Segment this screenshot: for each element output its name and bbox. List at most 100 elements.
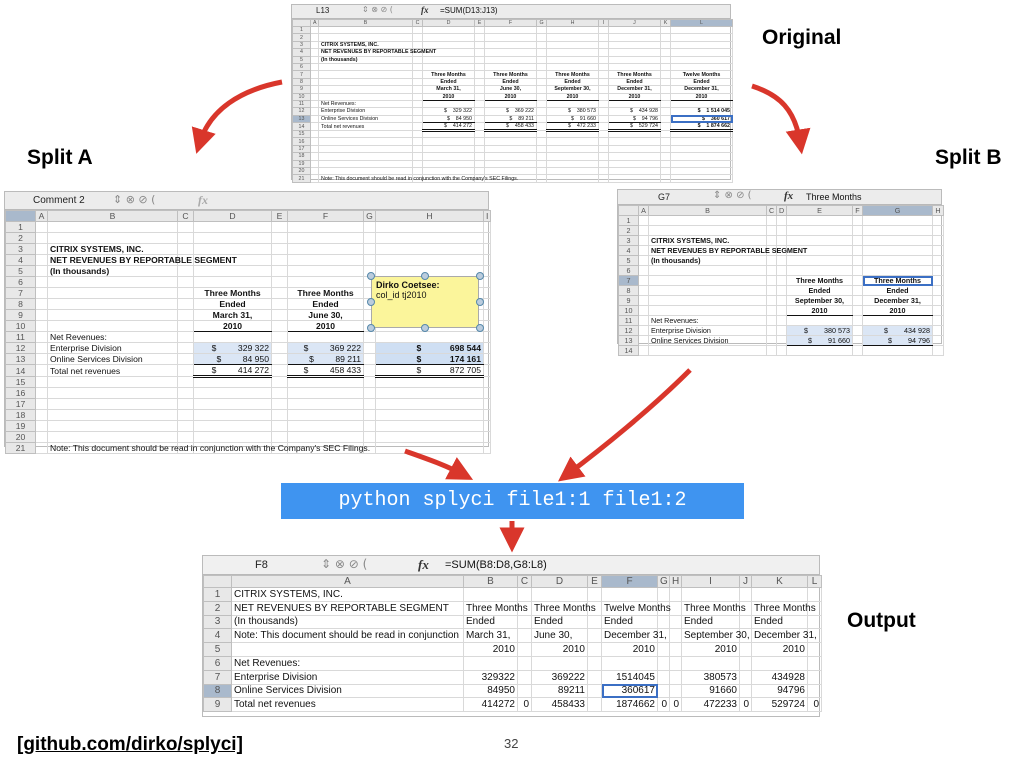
- row-header-10[interactable]: 10: [292, 92, 311, 101]
- cell[interactable]: [412, 107, 423, 116]
- cell[interactable]: [776, 345, 787, 356]
- cell[interactable]: [271, 331, 288, 343]
- column-header-e[interactable]: E: [271, 210, 288, 222]
- cell[interactable]: [598, 130, 609, 139]
- column-header-b[interactable]: B: [463, 575, 518, 588]
- cell[interactable]: [318, 130, 413, 139]
- cell[interactable]: [739, 587, 752, 602]
- cell[interactable]: [310, 33, 319, 42]
- cell[interactable]: 1514045: [601, 669, 658, 685]
- cell[interactable]: [608, 130, 661, 139]
- cell[interactable]: [310, 167, 319, 176]
- column-header-f[interactable]: F: [484, 19, 537, 27]
- cell[interactable]: [660, 62, 671, 72]
- cell[interactable]: [598, 40, 609, 50]
- cell[interactable]: Online Services Division: [47, 353, 178, 365]
- cell[interactable]: [776, 255, 787, 266]
- cell[interactable]: [287, 398, 364, 410]
- cell[interactable]: NET REVENUES BY REPORTABLE SEGMENT: [318, 48, 436, 57]
- cell[interactable]: [608, 55, 661, 64]
- cell[interactable]: [47, 298, 178, 310]
- cell[interactable]: [484, 62, 537, 72]
- cell[interactable]: 91660: [681, 683, 740, 699]
- cell[interactable]: [932, 235, 944, 246]
- cell[interactable]: [660, 70, 671, 79]
- cell[interactable]: [546, 159, 599, 169]
- cell[interactable]: [47, 320, 178, 332]
- cell[interactable]: [852, 305, 863, 316]
- cell[interactable]: [35, 309, 48, 321]
- cell[interactable]: [536, 174, 547, 183]
- row-header-18[interactable]: 18: [5, 409, 36, 421]
- cell[interactable]: [608, 137, 661, 146]
- cell[interactable]: [484, 159, 537, 169]
- cell[interactable]: [598, 137, 609, 146]
- row-header-7[interactable]: 7: [5, 287, 36, 299]
- cell[interactable]: [598, 122, 609, 132]
- cell[interactable]: [193, 331, 272, 343]
- cell[interactable]: 84950: [463, 683, 518, 699]
- cell[interactable]: [862, 225, 933, 236]
- cell[interactable]: [35, 364, 48, 377]
- cell[interactable]: [932, 335, 944, 346]
- cell[interactable]: Three Months: [422, 70, 475, 79]
- cell[interactable]: [638, 325, 649, 336]
- cell[interactable]: 2010: [751, 642, 808, 657]
- cell[interactable]: [786, 225, 853, 236]
- cell[interactable]: [660, 137, 671, 146]
- cell[interactable]: [363, 398, 376, 410]
- column-header-k[interactable]: K: [751, 575, 808, 588]
- cell[interactable]: 2010: [422, 92, 475, 101]
- cell[interactable]: [47, 431, 178, 443]
- cell[interactable]: $ 458 433: [287, 364, 364, 378]
- cell[interactable]: [776, 315, 787, 326]
- cell[interactable]: [660, 152, 671, 161]
- cell[interactable]: [766, 305, 777, 316]
- cell[interactable]: [598, 77, 609, 87]
- cell[interactable]: Ended: [670, 77, 733, 87]
- cell[interactable]: [310, 130, 319, 139]
- cell[interactable]: [35, 409, 48, 421]
- cell[interactable]: 434928: [751, 669, 808, 685]
- cell[interactable]: [483, 320, 491, 332]
- cell[interactable]: [287, 232, 364, 244]
- cell[interactable]: [412, 40, 423, 50]
- cell[interactable]: [422, 33, 475, 42]
- row-header-15[interactable]: 15: [292, 130, 311, 139]
- cell[interactable]: [536, 167, 547, 176]
- cell[interactable]: [598, 99, 609, 109]
- cell[interactable]: [598, 174, 609, 183]
- row-header-3[interactable]: 3: [5, 243, 36, 255]
- cell[interactable]: [271, 232, 288, 244]
- cell[interactable]: Net Revenues:: [648, 315, 767, 326]
- cell[interactable]: [638, 235, 649, 246]
- cell[interactable]: [852, 345, 863, 356]
- cell[interactable]: [474, 55, 485, 64]
- cell[interactable]: [412, 33, 423, 42]
- cell[interactable]: 360617: [601, 683, 658, 699]
- cell[interactable]: June 30,: [287, 309, 364, 321]
- cell[interactable]: [177, 287, 194, 299]
- cell[interactable]: [648, 305, 767, 316]
- cell[interactable]: [287, 431, 364, 443]
- cell[interactable]: [681, 587, 740, 602]
- cell[interactable]: [807, 669, 822, 685]
- cell-reference[interactable]: Comment 2: [33, 195, 85, 206]
- cell[interactable]: [193, 387, 272, 399]
- row-header-7[interactable]: 7: [292, 70, 311, 79]
- cell[interactable]: [536, 107, 547, 116]
- cell[interactable]: [310, 114, 319, 124]
- cell[interactable]: [375, 221, 484, 233]
- formula-input[interactable]: Three Months: [806, 192, 862, 202]
- cell[interactable]: 0: [657, 697, 670, 713]
- row-header-11[interactable]: 11: [618, 315, 639, 326]
- cell[interactable]: Net Revenues:: [47, 331, 178, 343]
- resize-handle[interactable]: [476, 324, 484, 332]
- cell[interactable]: [536, 25, 547, 35]
- cell[interactable]: [932, 295, 944, 306]
- cell[interactable]: [310, 62, 319, 72]
- cell[interactable]: June 30,: [484, 85, 537, 94]
- cell[interactable]: Total net revenues: [47, 364, 178, 377]
- cell[interactable]: [375, 243, 484, 255]
- column-header-g[interactable]: G: [363, 210, 376, 222]
